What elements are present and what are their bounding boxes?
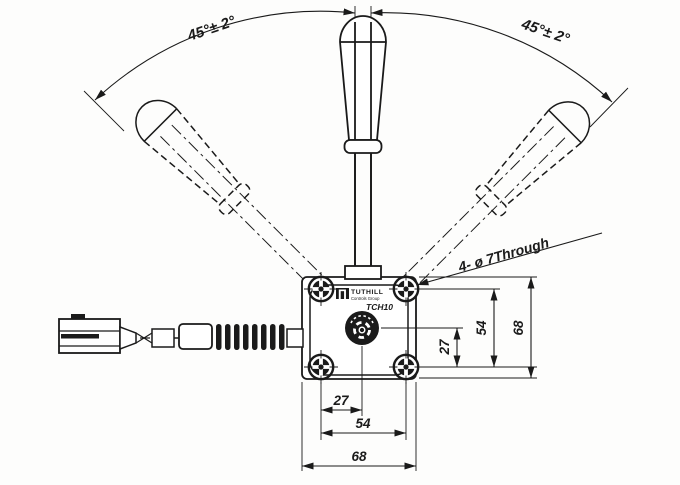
connector-latch [71, 314, 85, 320]
base-plate: ∏ TUTHILL Controls Group TCH10 [301, 265, 423, 384]
leader-note-text: 4- ø 7Through [456, 234, 551, 275]
mounting-screw-top-right [393, 276, 419, 302]
cable-assembly [58, 314, 304, 354]
phantom-knob-cap [474, 184, 508, 217]
mounting-screw-top-left [308, 276, 334, 302]
dim-text-27-bottom: 27 [332, 393, 350, 408]
dim-text-54-right: 54 [474, 320, 489, 336]
twisted-wires [135, 332, 153, 344]
phantom-knob-side [143, 140, 221, 205]
dimensions-bottom: 27 54 68 [301, 346, 417, 471]
tuthill-logo-icon [336, 288, 349, 299]
phantom-knob-shoulder-line [143, 108, 178, 142]
swing-arc-left [94, 8, 356, 101]
mounting-screw-bottom-right [393, 354, 419, 380]
boss-nut-pattern [353, 321, 371, 339]
phantom-shaft-line [171, 124, 353, 306]
extension-line-right-end [589, 87, 629, 128]
connector-neck [119, 325, 137, 351]
dim-text-68-right: 68 [511, 320, 526, 336]
swing-arc-right [370, 9, 613, 103]
phantom-knob-dome [135, 99, 178, 142]
phantom-knob-cap [218, 182, 251, 216]
leader-line [416, 232, 603, 286]
angle-label-right: 45°± 2° [518, 15, 572, 48]
dim-text-68-bottom: 68 [351, 449, 367, 464]
division-text: Controls Group [351, 296, 380, 301]
phantom-knob-side [176, 108, 241, 185]
extension-line-left-end [83, 90, 125, 132]
cable-entry-stub [286, 328, 304, 348]
lever-center [339, 15, 387, 268]
model-text: TCH10 [366, 302, 393, 312]
angle-label-left: 45°± 2° [184, 12, 238, 45]
lever-phantom-left [135, 99, 353, 318]
brand-text: TUTHILL [351, 289, 384, 296]
strain-relief-body [178, 323, 213, 350]
dim-text-54-bottom: 54 [355, 416, 371, 431]
phantom-knob-side [505, 142, 582, 207]
phantom-shaft-line [372, 126, 554, 308]
connector-key-slot [61, 334, 99, 339]
phantom-knob-dome [548, 101, 591, 144]
dim-text-27-right: 27 [437, 338, 452, 356]
dimensions-right: 27 54 68 [381, 276, 537, 379]
flexible-conduit-coil [216, 324, 285, 350]
base-inner-face [309, 284, 409, 376]
mounting-screw-bottom-left [308, 354, 334, 380]
knob-cap [343, 139, 383, 154]
cable-sleeve [151, 328, 175, 348]
knob-body [339, 15, 387, 141]
shaft-collar [344, 265, 382, 280]
center-boss [345, 311, 379, 345]
phantom-shaft-line [160, 136, 342, 318]
phantom-knob-shoulder-line [548, 109, 582, 144]
tuthill-logo-glyph: ∏ [338, 288, 347, 301]
phantom-knob-side [485, 109, 550, 187]
lever-phantom-right [372, 101, 591, 319]
phantom-shaft-line [384, 137, 566, 319]
boss-center-hole [358, 326, 366, 334]
